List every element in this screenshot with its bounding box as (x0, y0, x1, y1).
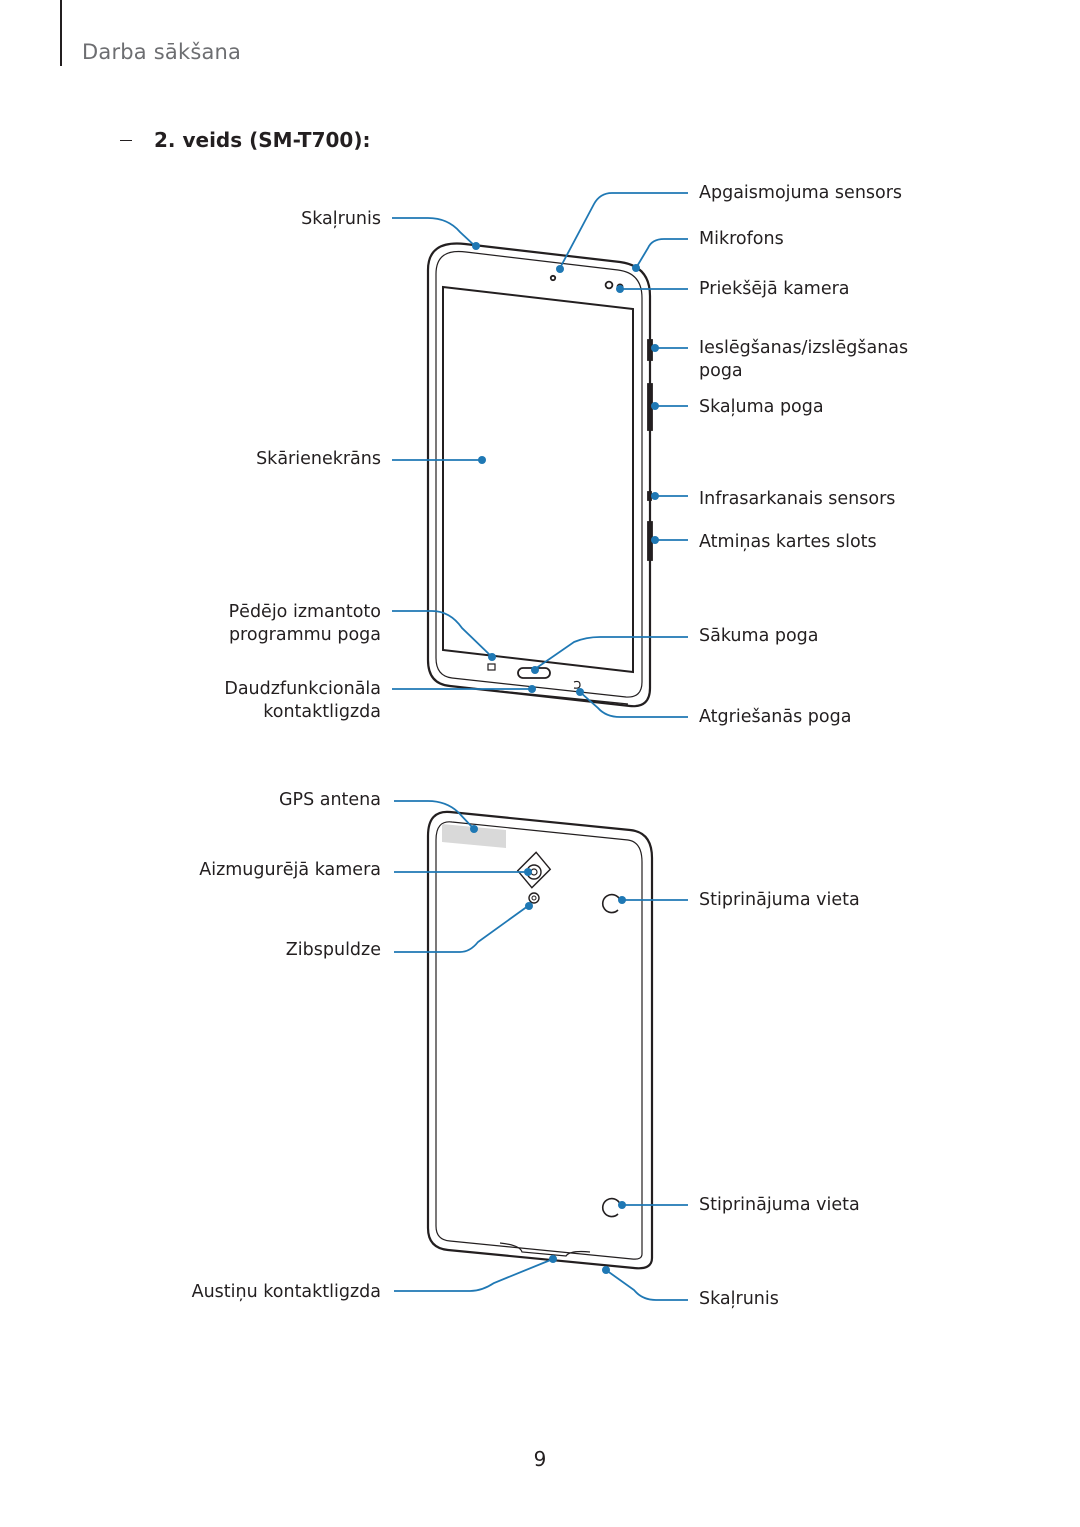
dot-rear-camera (524, 868, 532, 876)
dot-speaker-back (602, 1266, 610, 1274)
label-multipurpose-jack-line2: kontaktligzda (263, 702, 381, 722)
label-ir-sensor: Infrasarkanais sensors (699, 489, 896, 509)
dot-attachment-1 (618, 896, 626, 904)
dot-multipurpose-jack (528, 685, 536, 693)
front-sensor-dot-1 (549, 274, 557, 282)
screen (442, 285, 634, 674)
tablet-back (426, 810, 654, 1270)
dot-power-button (651, 344, 659, 352)
attachment-hook-2 (601, 1197, 621, 1218)
label-power-button-line2: poga (699, 361, 743, 381)
label-memory-slot: Atmiņas kartes slots (699, 532, 877, 552)
callout-back-button (579, 691, 688, 718)
dot-gps-antenna (470, 825, 478, 833)
callout-speaker-front (392, 217, 476, 247)
label-home-button: Sākuma poga (699, 626, 819, 646)
dot-ir-sensor (651, 492, 659, 500)
back-outer-body (426, 810, 654, 1270)
page-number: 9 (533, 1447, 547, 1471)
front-inner-bevel (435, 250, 643, 698)
label-gps-antenna: GPS antena (278, 790, 381, 810)
dot-headset-jack (549, 1255, 557, 1263)
label-attachment-1: Stiprinājuma vieta (699, 890, 860, 910)
label-headset-jack: Austiņu kontaktligzda (191, 1282, 381, 1302)
label-flash: Zibspuldze (285, 940, 381, 960)
ir-sensor-notch (647, 491, 652, 501)
label-power-button-line1: Ieslēgšanas/izslēgšanas (699, 338, 909, 358)
dot-recent-apps (488, 653, 496, 661)
camera-housing (516, 851, 552, 889)
gps-antenna-area (442, 824, 506, 848)
dot-microphone (632, 264, 640, 272)
back-icon (573, 680, 581, 689)
callout-microphone (635, 238, 688, 269)
callout-speaker-back (605, 1269, 688, 1301)
dot-light-sensor (556, 265, 564, 273)
callout-headset-jack (394, 1258, 554, 1292)
label-volume-button: Skaļuma poga (699, 397, 824, 417)
label-speaker-back: Skaļrunis (699, 1289, 779, 1309)
flash-inner (531, 895, 537, 901)
dot-attachment-2 (618, 1201, 626, 1209)
margin-rule (60, 0, 62, 66)
callout-gps-antenna (394, 800, 474, 829)
label-touchscreen: Skārienekrāns (256, 449, 381, 469)
dot-flash (525, 902, 533, 910)
dot-back-button (576, 688, 584, 696)
bullet-dash (120, 140, 132, 141)
subheading-text: 2. veids (SM-T700): (154, 128, 371, 152)
label-microphone: Mikrofons (699, 229, 784, 249)
power-key (647, 339, 653, 361)
dot-touchscreen (478, 456, 486, 464)
dot-memory-slot (651, 536, 659, 544)
back-inner-bevel (435, 821, 643, 1260)
front-outer-body (426, 242, 652, 708)
section-header: Darba sākšana (82, 40, 242, 64)
label-back-button: Atgriešanās poga (699, 707, 852, 727)
dot-speaker-front (472, 242, 480, 250)
label-light-sensor: Apgaismojuma sensors (699, 183, 903, 203)
recent-apps-icon (487, 663, 496, 671)
label-recent-apps-line1: Pēdējo izmantoto (228, 602, 381, 622)
callout-lines (392, 192, 688, 1301)
dot-volume-button (651, 402, 659, 410)
label-rear-camera: Aizmugurējā kamera (199, 860, 381, 880)
label-attachment-2: Stiprinājuma vieta (699, 1195, 860, 1215)
label-multipurpose-jack-line1: Daudzfunkcionāla (224, 679, 381, 699)
callout-recent-apps (392, 610, 492, 657)
dot-front-camera (616, 285, 624, 293)
dot-home-button (531, 666, 539, 674)
callout-home-button (534, 636, 688, 670)
callout-flash (394, 905, 529, 953)
subheading: 2. veids (SM-T700): (120, 128, 370, 152)
callout-light-sensor (559, 192, 688, 269)
label-recent-apps-line2: programmu poga (228, 625, 381, 645)
flash-outer (528, 892, 540, 904)
label-front-camera: Priekšējā kamera (699, 279, 850, 299)
front-camera-ring (604, 280, 614, 290)
attachment-hook-1 (601, 893, 621, 914)
label-speaker-front: Skaļrunis (301, 209, 381, 229)
callout-dots (470, 242, 659, 1274)
bottom-notch (499, 1242, 591, 1257)
